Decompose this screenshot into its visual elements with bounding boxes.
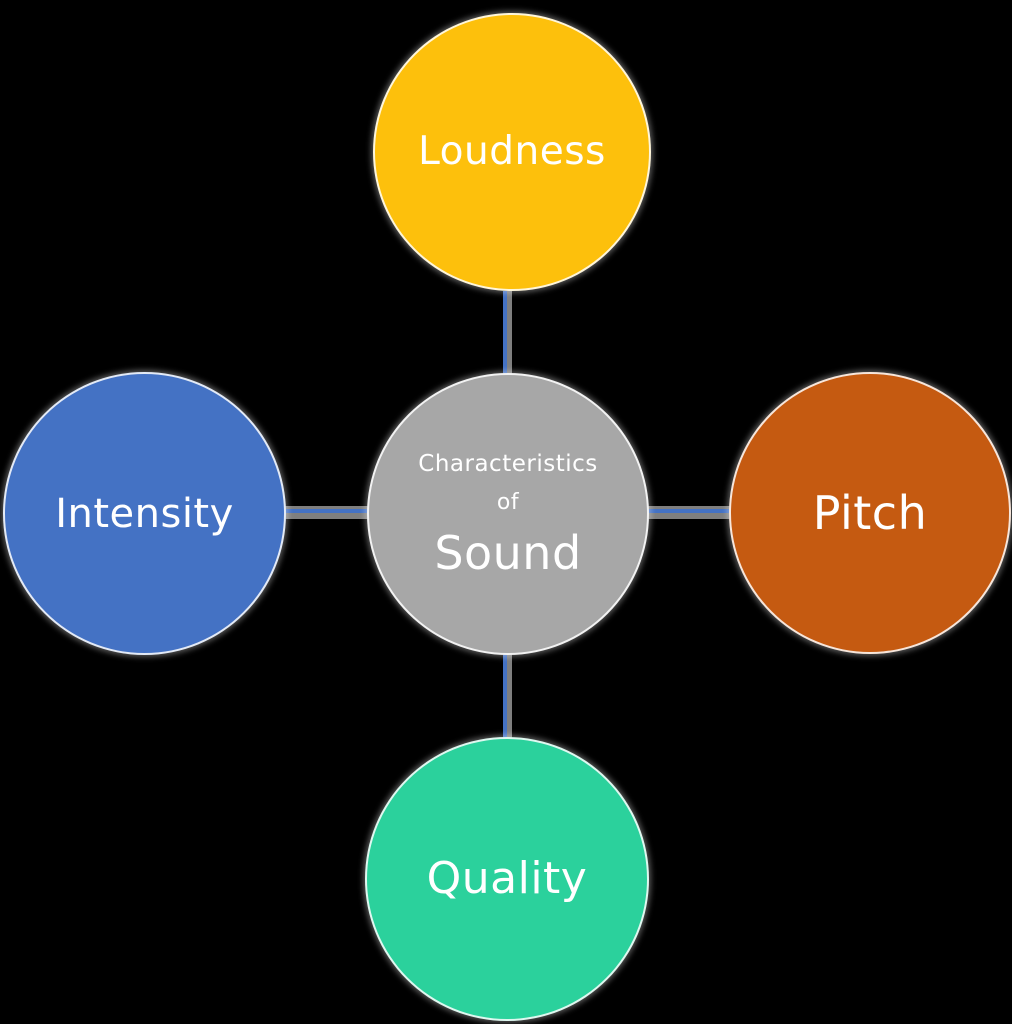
intensity-label: Intensity bbox=[55, 490, 234, 537]
connector-line bbox=[503, 291, 507, 375]
node-quality: Quality bbox=[365, 737, 649, 1021]
node-intensity: Intensity bbox=[3, 372, 286, 655]
connector-line bbox=[646, 509, 732, 513]
quality-label: Quality bbox=[426, 852, 588, 904]
loudness-label: Loudness bbox=[418, 128, 606, 174]
connector-line bbox=[283, 509, 371, 513]
node-loudness: Loudness bbox=[373, 13, 651, 291]
connector-shadow bbox=[507, 291, 512, 375]
connector-center-to-loudness bbox=[503, 291, 512, 375]
node-pitch: Pitch bbox=[729, 372, 1011, 654]
center-node-label-line2: of bbox=[496, 490, 520, 515]
connector-center-to-quality bbox=[503, 651, 512, 739]
connector-center-to-pitch bbox=[646, 506, 732, 519]
pitch-label: Pitch bbox=[812, 485, 928, 540]
connector-center-to-intensity bbox=[283, 506, 371, 519]
center-node-label-line3: Sound bbox=[434, 526, 582, 580]
connector-line bbox=[503, 651, 507, 739]
node-characteristics-of-sound: Characteristics of Sound bbox=[367, 373, 649, 655]
center-node-label-line1: Characteristics bbox=[418, 451, 598, 477]
connector-shadow bbox=[507, 651, 512, 739]
